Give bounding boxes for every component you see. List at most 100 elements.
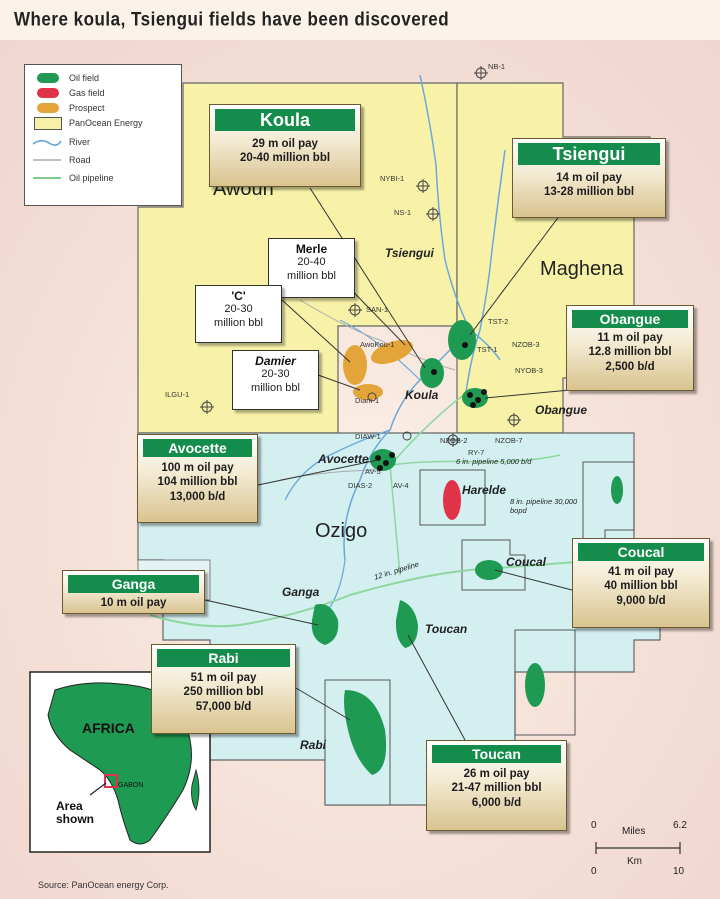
leader-lines — [204, 187, 573, 741]
legend-label: PanOcean Energy — [69, 118, 143, 128]
callout-line: 57,000 b/d — [195, 700, 252, 713]
field-label-ganga: Ganga — [282, 585, 320, 599]
callout-tsiengui: Tsiengui 14 m oil pay 13-28 million bbl — [512, 138, 666, 218]
callout-line: 26 m oil pay — [463, 768, 530, 780]
oil-field-icon — [37, 73, 59, 83]
field-label-avocette: Avocette — [318, 452, 369, 466]
field-label-rabi: Rabi — [300, 738, 327, 752]
oilfield-southeast — [525, 663, 545, 707]
coucal-block — [461, 539, 526, 591]
prospect-box-merle: Merle 20-40 million bbl — [268, 238, 355, 298]
legend: Oil field Gas field Prospect PanOcean En… — [24, 64, 182, 206]
oilfield-rabi — [344, 690, 387, 775]
gasfield-harelde — [443, 480, 461, 520]
scale-miles-max: 6.2 — [673, 820, 687, 831]
road-icon — [33, 159, 61, 161]
callout-line: 14 m oil pay — [556, 172, 622, 184]
scale-miles-label: Miles — [622, 826, 646, 837]
legend-item-gas-field: Gas field — [31, 86, 105, 100]
callout-header: Toucan — [432, 745, 561, 763]
oilfield-coucal — [475, 560, 503, 580]
callout-header: Coucal — [578, 543, 704, 561]
prospect-name: Merle — [295, 242, 328, 256]
well-label: AwoKou-1 — [360, 340, 395, 349]
callout-line: 100 m oil pay — [161, 462, 234, 474]
field-label-tsiengui: Tsiengui — [385, 246, 434, 260]
prospect-line: million bbl — [287, 269, 336, 282]
panocean-block-icon — [34, 117, 62, 130]
prospect-box-damier: Damier 20-30 million bbl — [232, 350, 319, 410]
callout-line: 41 m oil pay — [608, 566, 674, 578]
inset-continent-label: AFRICA — [82, 720, 135, 736]
scale-miles-0: 0 — [591, 820, 597, 831]
well-label: AV-5 — [365, 467, 381, 476]
callout-koula: Koula 29 m oil pay 20-40 million bbl — [209, 104, 361, 187]
prospect-line: million bbl — [251, 381, 300, 394]
area-pointer — [89, 782, 107, 796]
oilfield-tsiengui — [448, 320, 476, 360]
field-label-obangue: Obangue — [535, 403, 588, 417]
legend-item-pipeline: Oil pipeline — [31, 171, 114, 185]
prospect-merle — [371, 339, 413, 365]
oilfield-toucan — [395, 600, 418, 648]
callout-coucal: Coucal 41 m oil pay 40 million bbl 9,000… — [572, 538, 710, 628]
prospect-c — [343, 345, 367, 385]
inset-area-label-line: Area — [56, 799, 83, 813]
well-label: Diam-1 — [355, 396, 380, 405]
well-label: NYOB-3 — [515, 366, 543, 375]
legend-label: Oil pipeline — [69, 173, 114, 183]
callout-avocette: Avocette 100 m oil pay 104 million bbl 1… — [137, 434, 258, 523]
legend-item-river: River — [31, 135, 90, 149]
well-label: DIAW-1 — [355, 432, 381, 441]
callout-line: 9,000 b/d — [616, 594, 666, 607]
well-label: NZOB-2 — [440, 436, 468, 445]
pipeline-label-8in: 8 in. pipeline 30,000 bopd — [510, 497, 578, 515]
inset-country-label: GABON — [118, 782, 144, 789]
well-markers — [200, 66, 521, 447]
legend-label: Prospect — [69, 103, 105, 113]
well-label: NS-1 — [394, 208, 412, 217]
well-label: DIAS-2 — [348, 481, 373, 490]
prospect-icon — [37, 103, 59, 113]
callout-line: 250 million bbl — [183, 686, 264, 699]
river-icon — [32, 140, 62, 146]
harelde-block — [419, 469, 486, 526]
scale-bar — [595, 842, 681, 854]
callout-line: 2,500 b/d — [605, 360, 655, 373]
callout-line: 12.8 million bbl — [588, 346, 672, 359]
region-label-maghena: Maghena — [540, 258, 624, 280]
well-label: NYBI-1 — [380, 174, 405, 183]
scale-km-max: 10 — [673, 866, 685, 877]
well-label: RY-7 — [468, 448, 485, 457]
callout-header: Ganga — [68, 575, 199, 593]
callout-header: Tsiengui — [518, 143, 660, 165]
oil-pipeline-8in — [389, 464, 401, 576]
callout-line: 10 m oil pay — [100, 597, 167, 609]
oilfield-ganga — [311, 604, 339, 645]
callout-line: 29 m oil pay — [252, 138, 318, 150]
scale-km-0: 0 — [591, 866, 597, 877]
callout-header: Koula — [215, 109, 355, 131]
producing-wells — [375, 342, 487, 471]
oil-pipeline-12in — [149, 559, 601, 628]
legend-label: Road — [69, 155, 91, 165]
oil-pipeline-6in — [389, 454, 561, 466]
legend-item-road: Road — [31, 153, 91, 167]
callout-line: 13,000 b/d — [169, 490, 226, 503]
well-label: AV-4 — [393, 481, 409, 490]
prospect-name: 'C' — [231, 289, 246, 303]
map-title: Where koula, Tsiengui fields have been d… — [14, 8, 450, 30]
river — [419, 74, 501, 361]
callout-line: 51 m oil pay — [190, 672, 257, 684]
field-label-koula: Koula — [405, 388, 439, 402]
legend-label: Oil field — [69, 73, 100, 83]
prospect-box-c: 'C' 20-30 million bbl — [195, 285, 282, 343]
field-label-coucal: Coucal — [506, 555, 547, 569]
oil-pipeline — [394, 389, 471, 461]
legend-item-oil-field: Oil field — [31, 71, 99, 85]
gas-field-icon — [37, 88, 59, 98]
prospect-line: 20-30 — [261, 368, 290, 380]
scale-km-label: Km — [627, 856, 642, 867]
well-label: TST-1 — [477, 345, 498, 354]
